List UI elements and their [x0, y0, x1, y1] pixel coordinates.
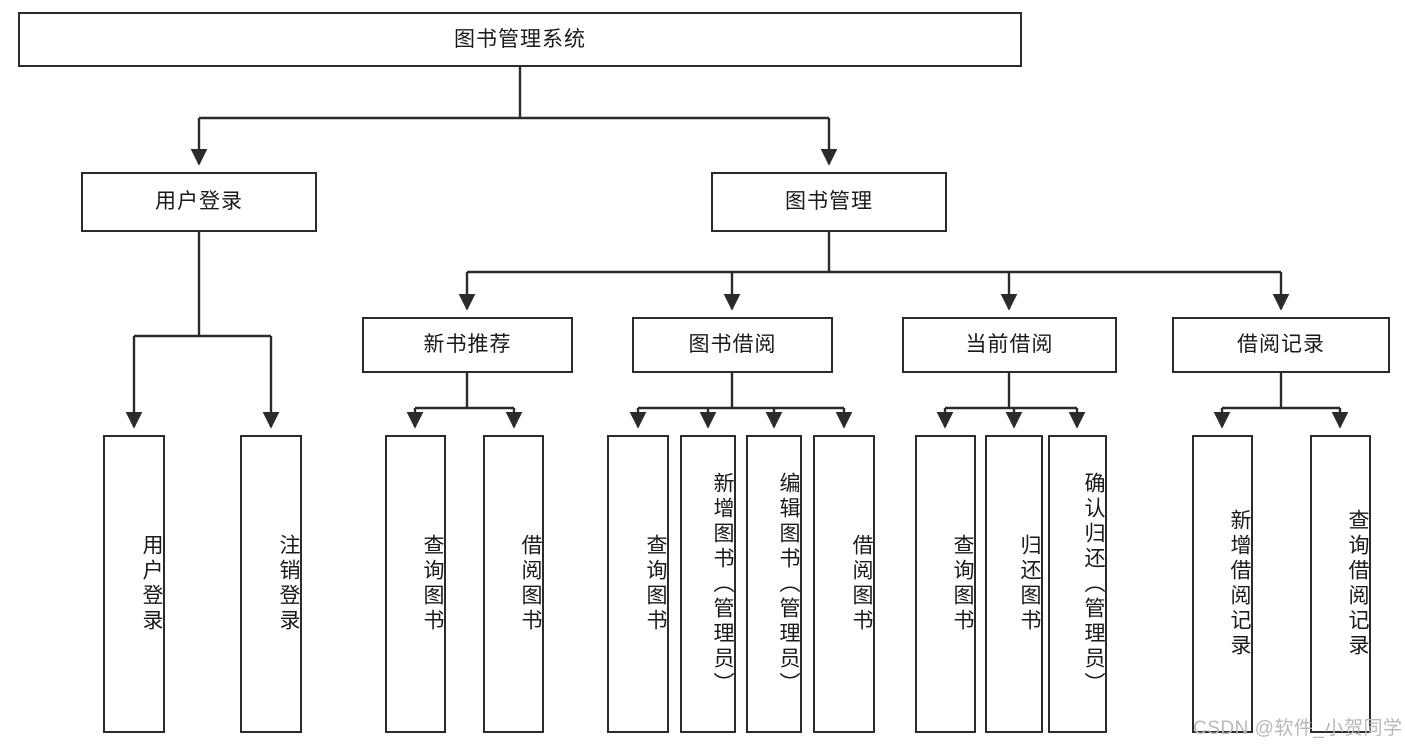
- leaf-borrow-query-book[interactable]: 查询图书: [607, 435, 669, 733]
- leaf-borrow-lend-book[interactable]: 借阅图书: [813, 435, 875, 733]
- leaf-borrow-add-book-admin[interactable]: 新增图书（管理员）: [680, 435, 736, 733]
- leaf-newbook-query-book[interactable]: 查询图书: [385, 435, 446, 733]
- leaf-current-query-book[interactable]: 查询图书: [915, 435, 976, 733]
- leaf-current-confirm-return-admin[interactable]: 确认归还（管理员）: [1048, 435, 1107, 733]
- leaf-record-add-record[interactable]: 新增借阅记录: [1192, 435, 1253, 733]
- csdn-watermark: CSDN @软件_小贺同学: [1193, 718, 1403, 739]
- node-book-borrow[interactable]: 图书借阅: [632, 317, 833, 373]
- leaf-record-query-record[interactable]: 查询借阅记录: [1310, 435, 1371, 733]
- node-user-login[interactable]: 用户登录: [81, 172, 317, 232]
- node-borrow-record[interactable]: 借阅记录: [1172, 317, 1390, 373]
- node-book-management[interactable]: 图书管理: [711, 172, 947, 232]
- node-new-book-recommend[interactable]: 新书推荐: [362, 317, 573, 373]
- leaf-current-return-book[interactable]: 归还图书: [985, 435, 1043, 733]
- node-root[interactable]: 图书管理系统: [18, 12, 1022, 67]
- leaf-newbook-borrow-book[interactable]: 借阅图书: [483, 435, 544, 733]
- leaf-user-logout[interactable]: 注销登录: [240, 435, 302, 733]
- leaf-borrow-edit-book-admin[interactable]: 编辑图书（管理员）: [746, 435, 802, 733]
- node-current-borrow[interactable]: 当前借阅: [902, 317, 1117, 373]
- leaf-user-login[interactable]: 用户登录: [103, 435, 165, 733]
